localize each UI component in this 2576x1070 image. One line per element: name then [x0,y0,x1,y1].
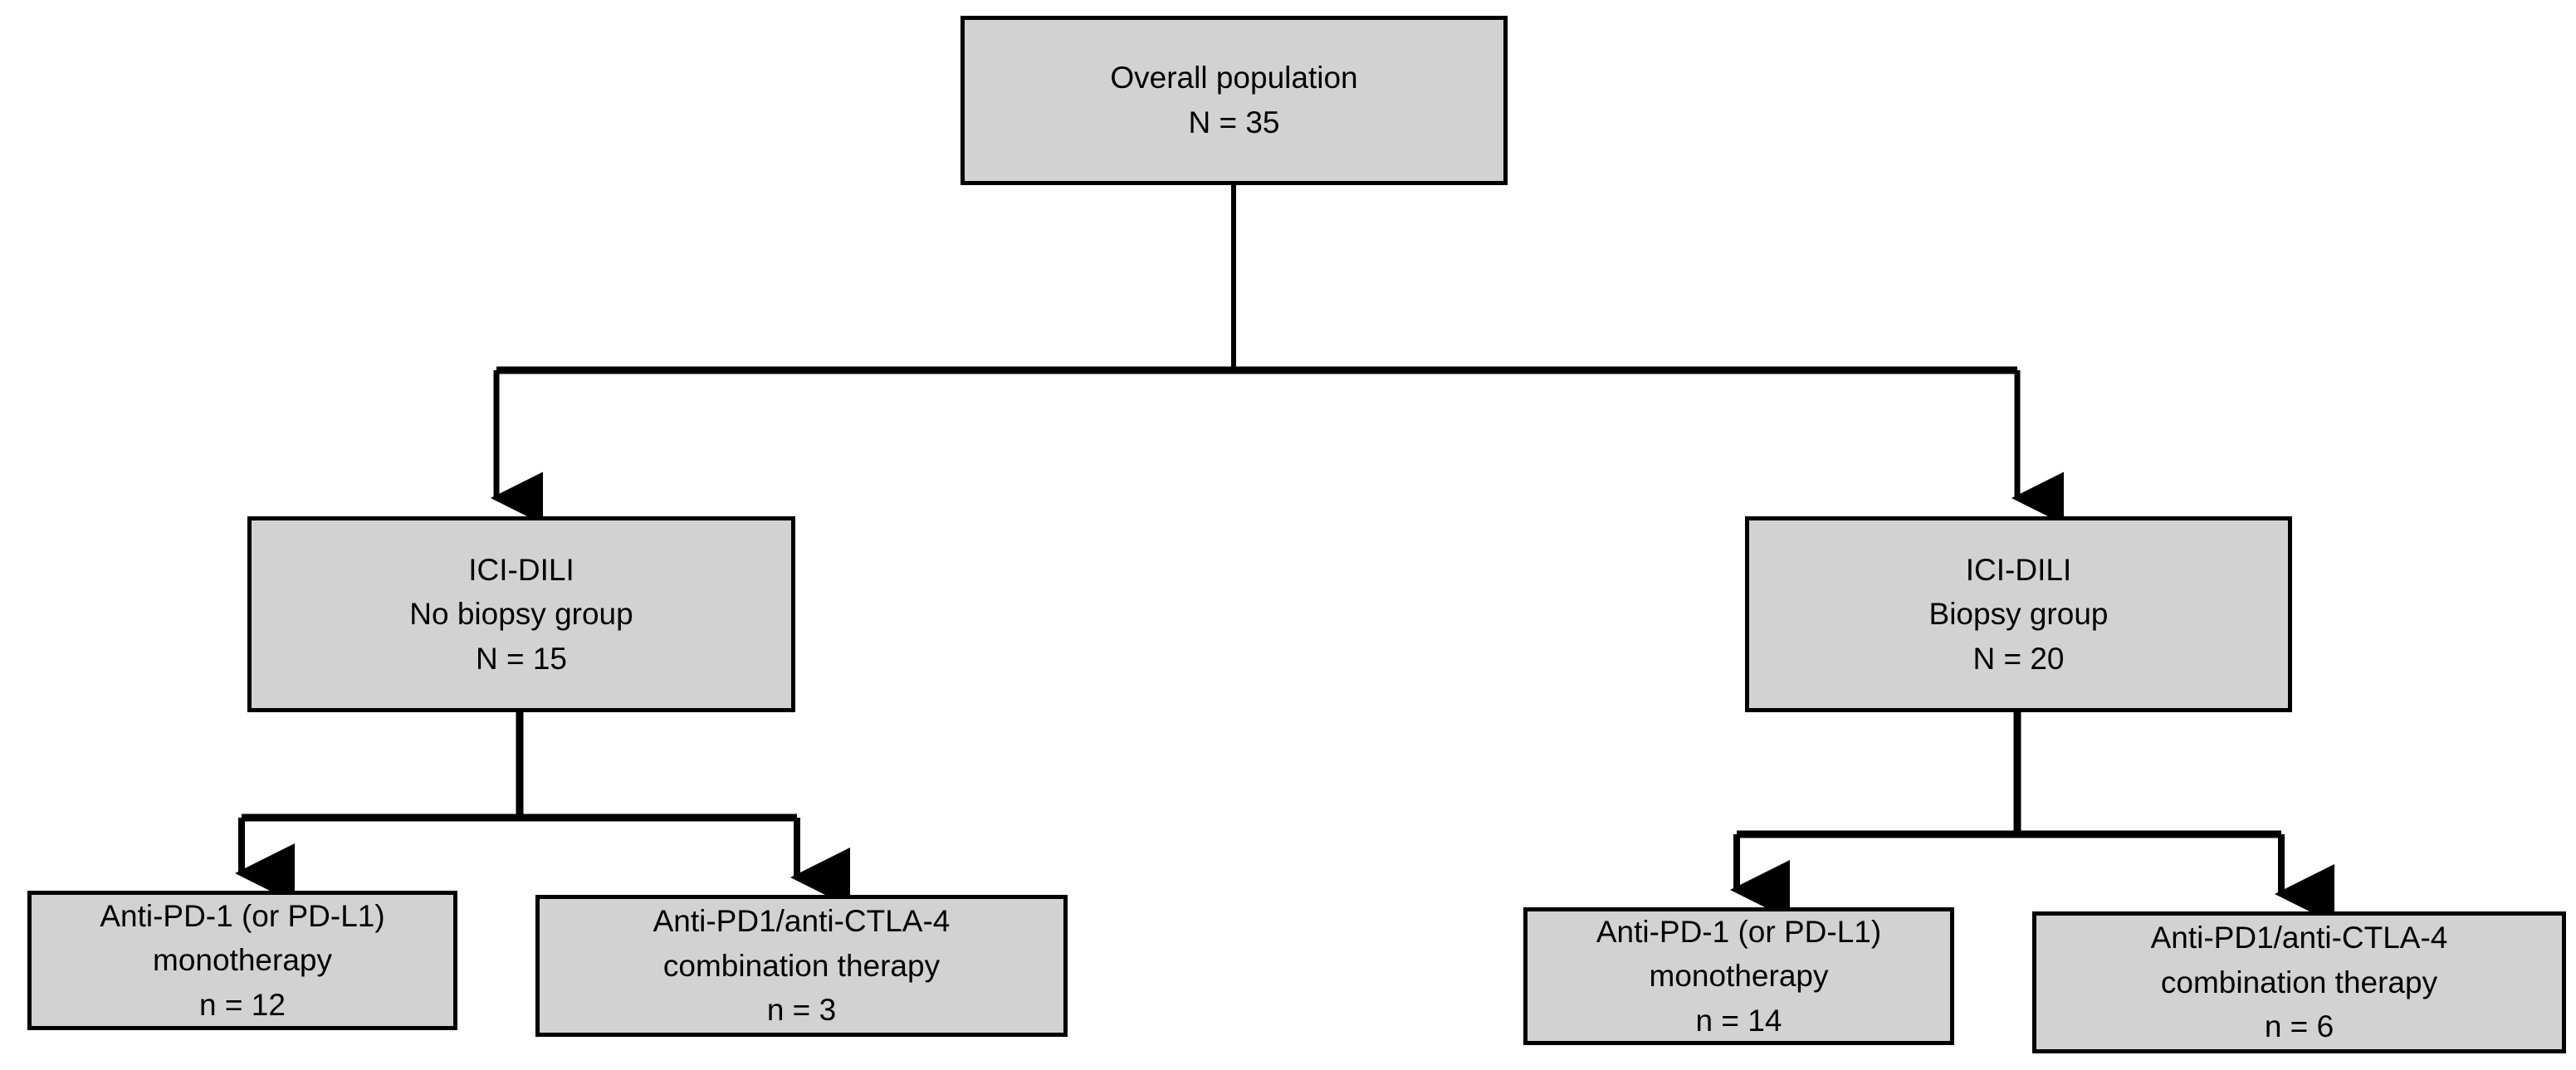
node-ici-dili-no-biopsy-group: ICI-DILI No biopsy group N = 15 [247,516,795,712]
node-biopsy-monotherapy-count: n = 14 [1695,1003,1782,1038]
node-no-biopsy-monotherapy-line1: Anti-PD-1 (or PD-L1) [100,898,385,933]
node-no-biopsy-monotherapy-count: n = 12 [199,987,286,1022]
node-no-biopsy-combination-therapy-line1: Anti-PD1/anti-CTLA-4 [653,904,951,939]
node-no-biopsy-combination-therapy-count: n = 3 [766,993,837,1028]
node-ici-dili-biopsy-group: ICI-DILI Biopsy group N = 20 [1745,516,2292,712]
node-overall-population-count: N = 35 [1188,105,1280,139]
node-no-biopsy-combination-therapy-line2: combination therapy [662,948,941,983]
edge-overall-to-groups [491,185,2064,525]
node-no-biopsy-monotherapy: Anti-PD-1 (or PD-L1) monotherapy n = 12 [27,891,457,1030]
node-biopsy-monotherapy-line2: monotherapy [1649,959,1829,994]
node-no-biopsy-monotherapy-line2: monotherapy [153,943,332,978]
node-biopsy-monotherapy-line1: Anti-PD-1 (or PD-L1) [1596,914,1882,949]
node-ici-dili-biopsy-group-count: N = 20 [1972,641,2065,676]
node-biopsy-combination-therapy-line2: combination therapy [2160,965,2438,999]
node-biopsy-combination-therapy: Anti-PD1/anti-CTLA-4 combination therapy… [2032,911,2566,1053]
node-no-biopsy-combination-therapy: Anti-PD1/anti-CTLA-4 combination therapy… [535,895,1068,1037]
node-biopsy-combination-therapy-line1: Anti-PD1/anti-CTLA-4 [2150,921,2448,955]
node-biopsy-monotherapy: Anti-PD-1 (or PD-L1) monotherapy n = 14 [1523,907,1954,1045]
node-ici-dili-no-biopsy-group-line1: ICI-DILI [468,552,574,587]
node-ici-dili-no-biopsy-group-line2: No biopsy group [409,597,633,632]
node-overall-population: Overall population N = 35 [961,16,1508,185]
node-overall-population-title: Overall population [1110,61,1358,95]
node-ici-dili-biopsy-group-line2: Biopsy group [1928,597,2109,632]
edge-no-biopsy-to-therapies [235,712,850,907]
node-ici-dili-biopsy-group-line1: ICI-DILI [1965,552,2072,587]
node-ici-dili-no-biopsy-group-count: N = 15 [475,641,568,676]
node-biopsy-combination-therapy-count: n = 6 [2264,1009,2334,1044]
edge-biopsy-to-therapies [1730,712,2334,924]
